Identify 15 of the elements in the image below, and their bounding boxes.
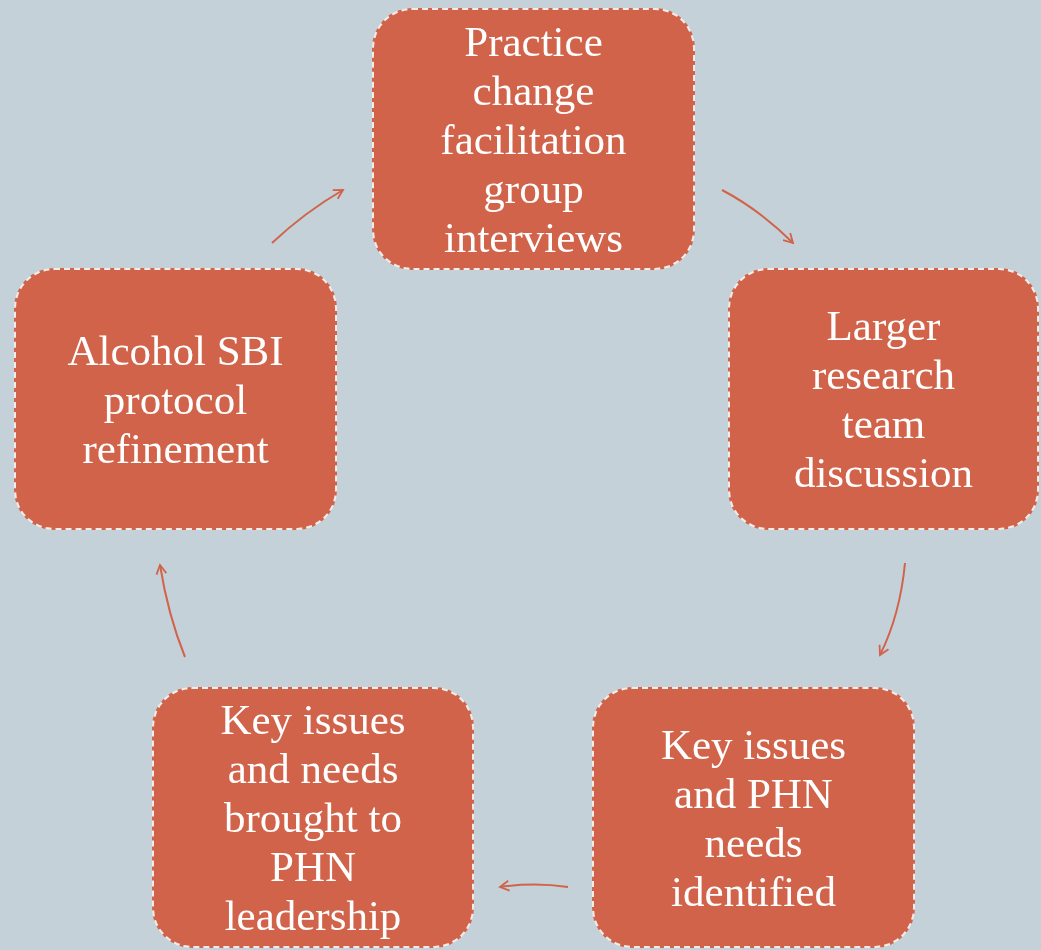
- step-text: Key issues and needs brought to PHN leadership: [219, 695, 407, 940]
- arrow: [271, 189, 344, 244]
- process-box: [372, 8, 695, 270]
- process-box: [14, 268, 337, 530]
- arrow: [878, 562, 906, 656]
- process-box: [592, 687, 915, 948]
- arrow: [499, 879, 569, 892]
- step-text: Alcohol SBI protocol refinement: [66, 325, 285, 473]
- process-box: [728, 268, 1039, 530]
- step-text: Practice change facilitation group interviews: [439, 16, 628, 262]
- step-text: Key issues and PHN needs identified: [659, 719, 848, 916]
- step-text: Larger research team discussion: [792, 301, 975, 497]
- arrow: [721, 189, 794, 244]
- arrow: [155, 564, 186, 658]
- process-box: [152, 687, 474, 948]
